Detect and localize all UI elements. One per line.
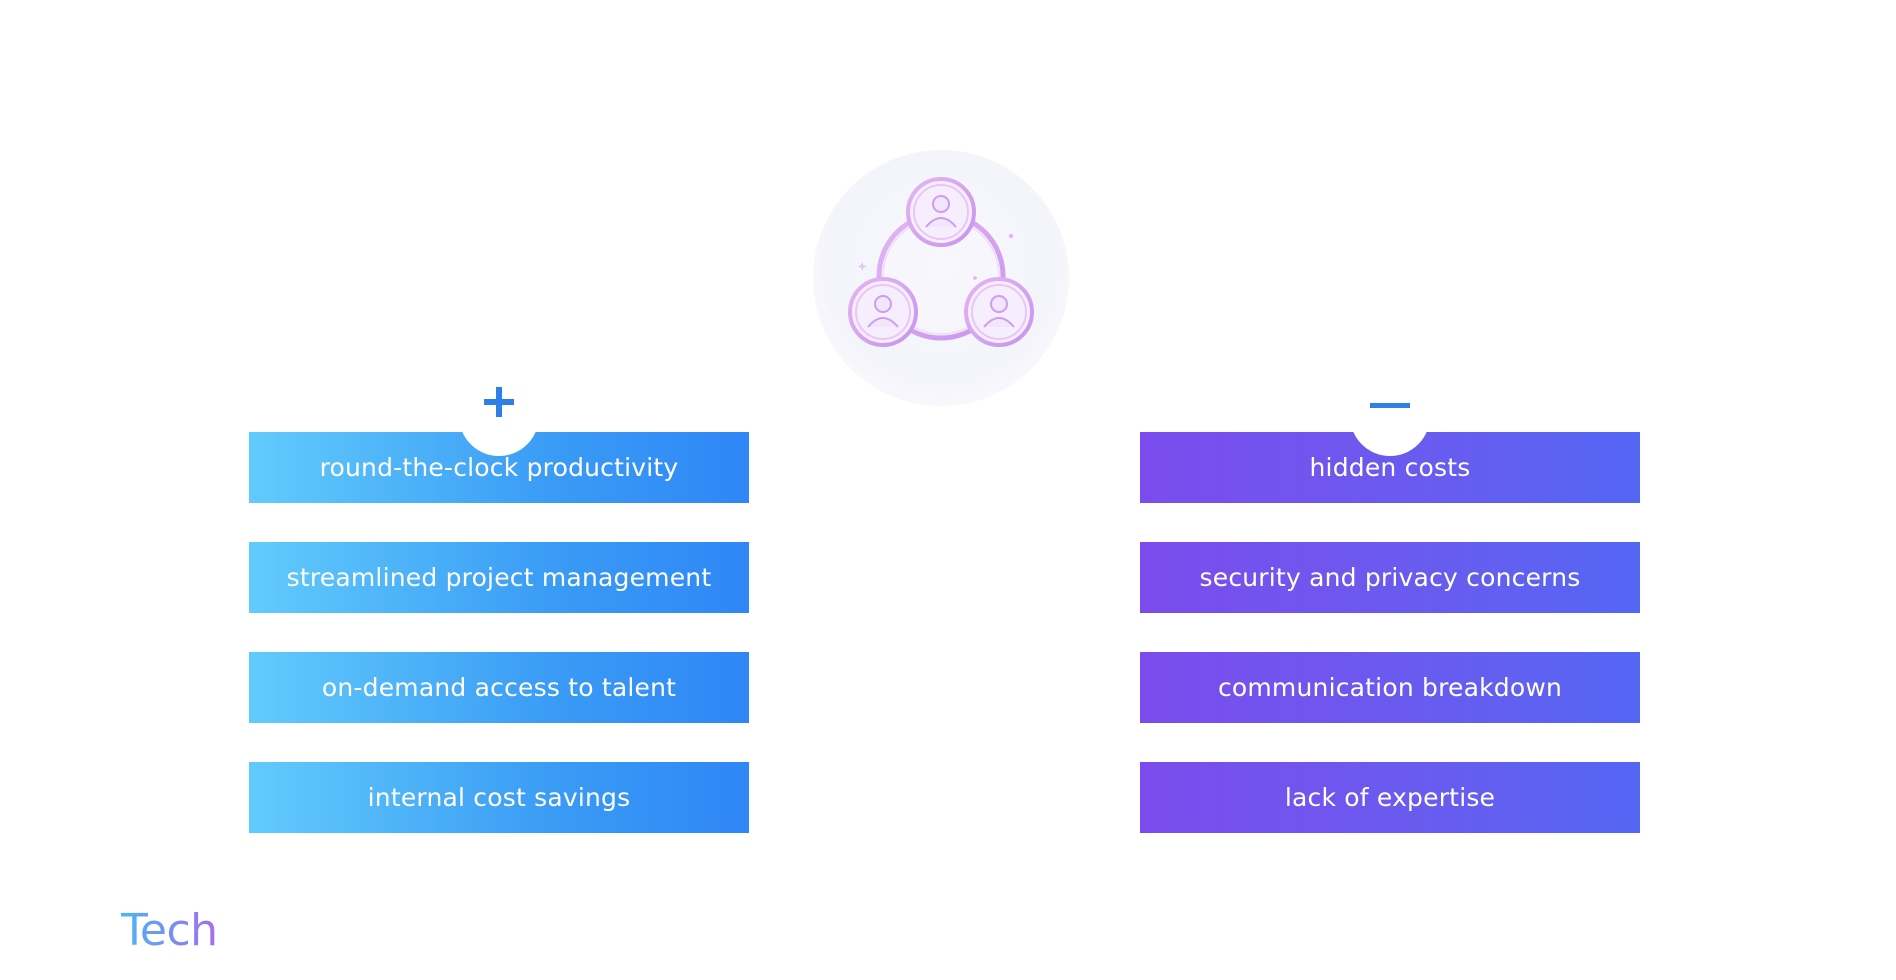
brand-logo: Tech <box>121 905 218 956</box>
cons-item-label: lack of expertise <box>1284 783 1496 812</box>
cons-item: security and privacy concerns <box>1140 542 1640 613</box>
pros-item: internal cost savings <box>249 762 749 833</box>
pros-item-label: on-demand access to talent <box>321 673 677 702</box>
cons-item-label: security and privacy concerns <box>1199 563 1581 592</box>
pros-item: on-demand access to talent <box>249 652 749 723</box>
pros-item-label: internal cost savings <box>367 783 631 812</box>
cons-item-label: communication breakdown <box>1217 673 1563 702</box>
cons-item: lack of expertise <box>1140 762 1640 833</box>
pros-item-label: streamlined project management <box>286 563 712 592</box>
team-hero-illustration <box>813 150 1069 406</box>
minus-icon <box>1370 403 1410 408</box>
team-network-icon <box>848 177 1034 347</box>
cons-item-label: hidden costs <box>1309 453 1471 482</box>
plus-icon <box>484 387 514 417</box>
pros-item-label: round-the-clock productivity <box>319 453 679 482</box>
cons-column: hidden costs security and privacy concer… <box>1140 403 1640 872</box>
pros-item: streamlined project management <box>249 542 749 613</box>
cons-item: communication breakdown <box>1140 652 1640 723</box>
pros-column: round-the-clock productivity streamlined… <box>249 387 749 872</box>
